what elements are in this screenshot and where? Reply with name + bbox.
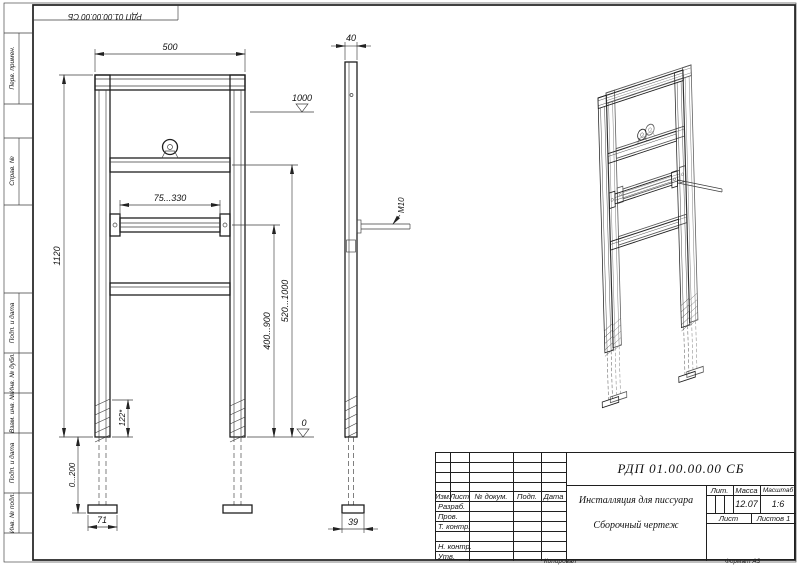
grid-line [566, 485, 796, 486]
grid-line [436, 472, 566, 473]
side-view [328, 42, 411, 533]
grid-line [513, 453, 514, 561]
format-note: Формат А3 [724, 558, 761, 565]
role-razrab: Разраб. [438, 501, 466, 511]
grid-line [436, 482, 566, 483]
dimension-label: 400...900 [262, 312, 272, 350]
lit-label: Лит. [710, 485, 729, 495]
margin-column [4, 32, 33, 534]
grid-line [436, 491, 566, 492]
listov-value: 1 [786, 513, 791, 523]
top-stamp-box [33, 5, 179, 21]
doc-type: Сборочный чертеж [593, 519, 679, 531]
title-block: Изм. Лист № докум. Подп. Дата Разраб. Пр… [435, 452, 796, 561]
grid-line [469, 453, 470, 561]
thread-label: М10 [397, 197, 406, 213]
front-view-dimension-lines [59, 49, 314, 531]
outer-border [3, 2, 797, 563]
list-label: Лист [718, 513, 739, 523]
grid-line [450, 453, 451, 501]
massa-value: 12.07 [735, 499, 758, 509]
dimension-label: 40 [346, 33, 356, 43]
dimension-label: 75...330 [154, 193, 187, 203]
grid-line [436, 551, 566, 552]
clamp-hatching [344, 395, 358, 439]
grid-line [733, 485, 734, 513]
grid-line [436, 541, 566, 542]
level-mark-icon [295, 103, 309, 113]
margin-label-inv-podl: Инв. № подл. [8, 493, 16, 534]
role-nkontr: Н. контр. [438, 541, 471, 551]
doc-number: РДП 01.00.00.00 СБ [617, 461, 745, 476]
col-header-list: Лист [450, 491, 469, 501]
sheet-frame [3, 2, 797, 563]
m10-rod-iso [677, 179, 723, 193]
role-prov: Пров. [438, 511, 458, 521]
massa-label: Масса [735, 485, 758, 495]
grid-line [541, 453, 542, 561]
product-title: Инсталляция для писсуара [578, 494, 694, 506]
margin-label-podp-data-1: Подп. и дата [8, 302, 16, 343]
m10-rod [356, 214, 411, 234]
grid-line [760, 485, 761, 513]
dimension-label: 122* [118, 409, 127, 426]
role-tkontr: Т. контр. [438, 521, 471, 531]
rotated-drawing-number: РДП 01.00.00.00 СБ [68, 12, 142, 21]
grid-line [566, 453, 567, 561]
grid-line [436, 501, 566, 502]
masshtab-label: Масштаб [762, 486, 794, 494]
side-view-dimension-lines [328, 42, 378, 533]
kopiroval-note: Копировал [543, 558, 577, 565]
grid-line [706, 495, 796, 496]
dimension-label: 39 [348, 517, 358, 527]
masshtab-value: 1:6 [771, 499, 785, 509]
col-header-izm: Изм. [436, 491, 450, 501]
margin-label-vzam-inv: Взам. инв. № [9, 393, 16, 433]
level-label: 1000 [292, 93, 312, 103]
margin-label-perv-primen: Перв. примен. [9, 46, 16, 89]
dimension-label: 71 [97, 515, 107, 525]
level-label: 0 [301, 418, 306, 428]
dimension-label: 1120 [52, 246, 62, 265]
grid-line [436, 511, 566, 512]
listov-cell: Листов 1 [751, 513, 796, 523]
col-header-data: Дата [543, 491, 564, 501]
listov-label: Листов [756, 513, 785, 523]
grid-line [706, 523, 796, 524]
dimension-label: 0...200 [68, 462, 77, 487]
level-mark-icon [296, 428, 310, 438]
grid-line [436, 531, 566, 532]
margin-label-inv-dubl: Инв. № дубл. [8, 353, 16, 393]
front-view [59, 49, 314, 531]
grid-line [715, 495, 716, 513]
grid-line [724, 495, 725, 513]
col-header-dokum: № докум. [474, 491, 508, 501]
grid-line [436, 521, 566, 522]
grid-line [751, 513, 752, 523]
grid-line [436, 462, 566, 463]
dimension-label: 500 [162, 42, 177, 52]
margin-label-sprav-no: Справ. № [9, 156, 16, 186]
dimension-label: 520...1000 [280, 280, 290, 323]
isometric-view [593, 63, 723, 409]
role-utv: Утв. [438, 551, 456, 561]
col-header-podp: Подп. [517, 491, 537, 501]
margin-label-podp-data-2: Подп. и дата [8, 442, 16, 483]
inner-frame [32, 4, 796, 561]
